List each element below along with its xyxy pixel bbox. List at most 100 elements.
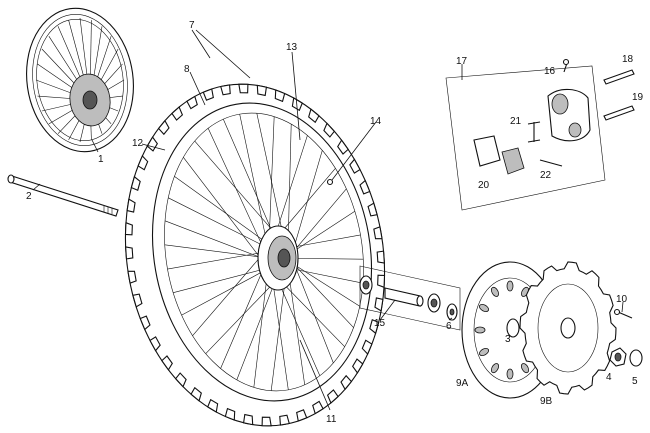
tread-block — [373, 226, 383, 240]
callout-1: 1 — [98, 154, 104, 165]
tread-block — [261, 416, 272, 427]
tread-block — [323, 122, 336, 138]
tread-block — [125, 246, 134, 260]
callout-15: 15 — [374, 318, 386, 329]
hub-bearing-kit — [359, 265, 461, 331]
tread-block — [369, 319, 380, 335]
tread-block — [274, 89, 286, 103]
tread-block — [326, 389, 339, 404]
tread-block — [308, 108, 320, 124]
axle-nut — [609, 347, 627, 367]
callout-10: 10 — [616, 294, 628, 305]
disc-vent-hole — [479, 347, 490, 357]
tread-block — [367, 202, 378, 217]
callout-18: 18 — [622, 54, 634, 65]
wheel-spoke — [287, 188, 347, 259]
callout-9a: 9A — [456, 378, 469, 389]
tread-block — [291, 97, 303, 112]
tread-block — [374, 297, 384, 312]
disc-vent-hole — [479, 303, 490, 313]
tread-block — [127, 270, 137, 284]
tread-block — [312, 400, 324, 415]
axle-cap — [629, 349, 643, 367]
wheel-spoke — [164, 244, 269, 259]
callout-5: 5 — [632, 376, 638, 387]
callout-3: 3 — [505, 334, 511, 345]
callout-2: 2 — [26, 191, 32, 202]
assembled-wheel-thumbnail — [26, 7, 134, 153]
tread-block — [157, 119, 170, 136]
tread-block — [207, 398, 219, 413]
callout-12: 12 — [132, 138, 144, 149]
tread-block — [137, 154, 149, 171]
callout-20: 20 — [478, 180, 490, 191]
brake-disc-9b — [519, 261, 617, 395]
disc-vent-hole — [490, 286, 500, 297]
disc-vent-hole — [506, 368, 514, 380]
caliper-bolt-19 — [603, 105, 635, 121]
tread-block — [376, 250, 385, 264]
callout-17: 17 — [456, 56, 468, 67]
leader-lines — [32, 29, 624, 411]
wheel-spoke — [253, 267, 269, 388]
tread-block — [126, 198, 136, 213]
callout-4: 4 — [606, 372, 612, 383]
wheel-spoke — [287, 234, 361, 249]
callout-labels: 1 2 3 4 5 6 7 8 9A 9B 10 11 12 13 14 15 … — [26, 20, 644, 425]
axle — [7, 174, 119, 217]
tread-block — [149, 336, 161, 352]
tread-block — [352, 358, 364, 374]
seal — [446, 303, 458, 321]
tread-block — [337, 139, 349, 155]
callout-16: 16 — [544, 66, 556, 77]
tread-block — [238, 83, 249, 94]
callout-19: 19 — [632, 92, 644, 103]
tread-block — [220, 84, 231, 96]
wheel-spoke — [183, 157, 269, 269]
brake-caliper-kit — [445, 58, 606, 211]
callout-13: 13 — [286, 42, 298, 53]
caliper-bolt-18 — [603, 69, 635, 85]
wheel-spoke — [287, 124, 292, 249]
tread-block — [377, 274, 386, 289]
disc-screw — [613, 308, 633, 319]
callout-6: 6 — [446, 321, 452, 332]
callout-21: 21 — [510, 116, 522, 127]
wheel-spoke — [173, 267, 269, 293]
disc-vent-hole — [520, 363, 530, 374]
tread-block — [174, 372, 187, 388]
disc-vent-hole — [490, 363, 500, 374]
wheel-spoke — [287, 267, 364, 284]
tread-block — [361, 339, 373, 356]
callout-22: 22 — [540, 170, 552, 181]
wheel-spoke — [192, 247, 269, 336]
tread-block — [243, 413, 254, 426]
callout-9b: 9B — [540, 396, 553, 407]
tread-block — [186, 95, 198, 110]
tread-block — [279, 414, 290, 426]
wheel-spoke — [168, 197, 269, 249]
tread-block — [202, 88, 214, 101]
tread-block — [161, 355, 173, 371]
rim-and-spokes — [164, 113, 364, 391]
tread-block — [296, 409, 308, 422]
wheel-spoke — [287, 257, 354, 328]
tread-block — [256, 84, 267, 97]
tread-block — [130, 175, 141, 191]
tread-block — [124, 221, 133, 236]
disc-vent-hole — [474, 326, 486, 334]
tread-block — [190, 386, 202, 402]
callout-14: 14 — [370, 116, 382, 127]
callout-7: 7 — [189, 20, 195, 31]
wheel-spoke — [239, 114, 269, 249]
wheel-spoke — [207, 128, 269, 259]
tread-block — [359, 179, 371, 195]
disc-vent-hole — [506, 280, 514, 292]
tread-block — [224, 407, 236, 421]
tread-block — [132, 293, 143, 308]
wheel-spoke — [287, 267, 305, 385]
tread-block — [171, 106, 184, 121]
tread-block — [139, 315, 151, 331]
